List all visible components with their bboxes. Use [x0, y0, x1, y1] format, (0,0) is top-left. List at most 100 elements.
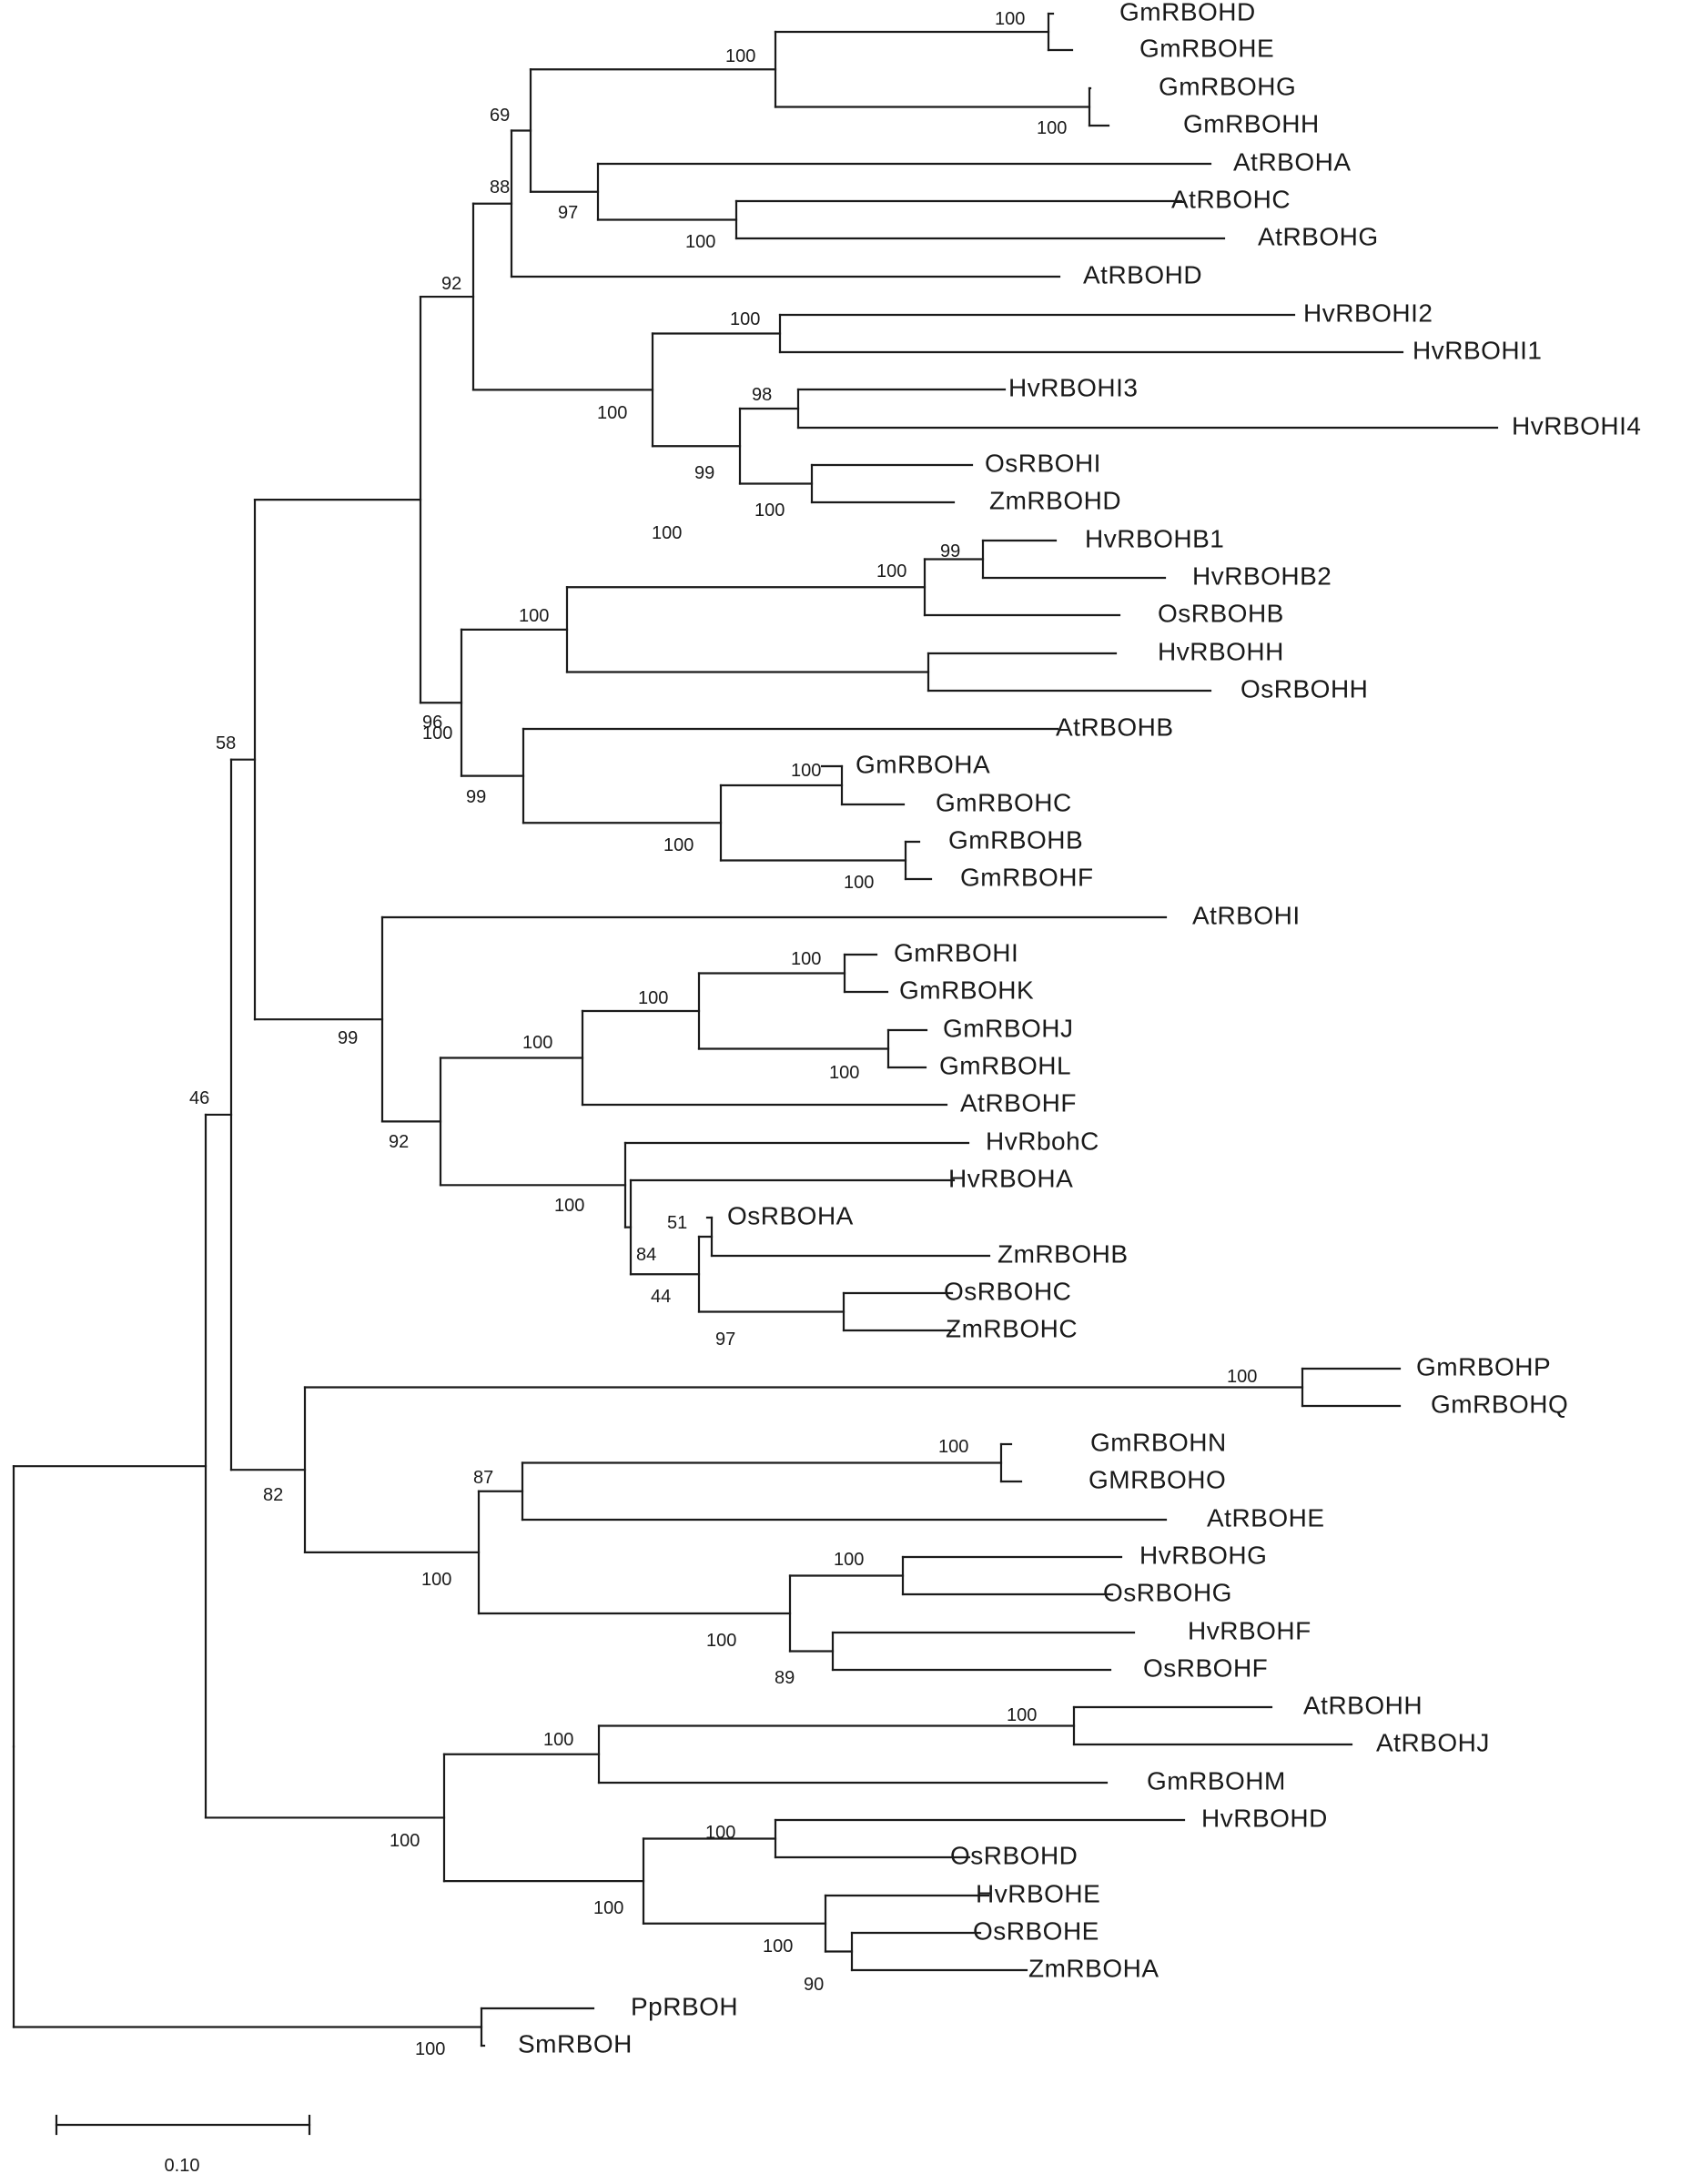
bootstrap-value: 100 — [754, 500, 785, 521]
bootstrap-value: 92 — [389, 1132, 409, 1152]
taxon-label: HvRBOHI4 — [1512, 411, 1641, 440]
taxon-label: HvRBOHH — [1158, 637, 1284, 665]
bootstrap-value: 89 — [775, 1668, 795, 1688]
taxon-label: GmRBOHE — [1139, 34, 1274, 62]
taxon-label: GmRBOHG — [1159, 72, 1296, 100]
scale-bar: 0.10 — [55, 2114, 311, 2176]
bootstrap-value: 100 — [730, 309, 760, 329]
taxon-label: HvRBOHG — [1139, 1541, 1267, 1569]
bootstrap-value: 100 — [1037, 118, 1067, 138]
bootstrap-value: 99 — [940, 541, 960, 561]
taxon-label: GmRBOHM — [1147, 1766, 1286, 1795]
taxon-label: AtRBOHB — [1056, 713, 1174, 741]
taxon-label: OsRBOHC — [944, 1277, 1071, 1305]
bootstrap-value: 100 — [554, 1196, 584, 1216]
bootstrap-value: 92 — [441, 274, 461, 294]
bootstrap-value: 82 — [263, 1485, 283, 1505]
bootstrap-value: 100 — [876, 561, 906, 581]
bootstrap-value: 87 — [473, 1468, 493, 1488]
taxon-label: GmRBOHD — [1119, 0, 1256, 25]
tree-branches — [12, 12, 1499, 2048]
taxon-label: AtRBOHC — [1171, 185, 1291, 213]
bootstrap-value: 100 — [1007, 1705, 1037, 1725]
scale-bar-label: 0.10 — [165, 2156, 200, 2176]
taxon-label: GmRBOHC — [936, 788, 1072, 816]
bootstrap-value: 100 — [995, 9, 1025, 29]
bootstrap-value: 100 — [685, 232, 715, 252]
bootstrap-value: 100 — [390, 1831, 420, 1851]
bootstrap-value: 100 — [593, 1898, 623, 1918]
taxon-label: OsRBOHE — [973, 1916, 1099, 1945]
taxon-label: GmRBOHK — [899, 976, 1034, 1004]
bootstrap-value: 44 — [651, 1287, 671, 1307]
bootstrap-value: 99 — [694, 463, 714, 483]
taxon-label: GmRBOHN — [1090, 1428, 1227, 1456]
bootstrap-value: 100 — [705, 1823, 735, 1843]
bootstrap-value: 100 — [415, 2039, 445, 2059]
taxon-label: OsRBOHH — [1240, 674, 1368, 703]
taxon-label: GmRBOHA — [856, 750, 990, 778]
taxon-label: AtRBOHH — [1303, 1691, 1423, 1719]
taxon-label: AtRBOHI — [1192, 901, 1301, 929]
bootstrap-value: 100 — [652, 523, 682, 543]
taxon-label: GmRBOHI — [894, 938, 1018, 966]
taxon-label: GMRBOHO — [1089, 1465, 1226, 1493]
bootstrap-value: 100 — [834, 1550, 864, 1570]
bootstrap-value: 100 — [421, 1570, 451, 1590]
bootstrap-value: 99 — [466, 787, 486, 807]
taxon-label: OsRBOHD — [950, 1841, 1078, 1869]
taxon-label: HvRBOHE — [976, 1879, 1100, 1907]
bootstrap-value: 100 — [829, 1063, 859, 1083]
bootstrap-value: 100 — [938, 1437, 968, 1457]
bootstrap-value: 100 — [725, 46, 755, 66]
taxon-label: ZmRBOHC — [946, 1314, 1078, 1342]
bootstrap-value: 100 — [706, 1631, 736, 1651]
taxon-label: HvRBOHI2 — [1303, 298, 1433, 327]
bootstrap-value: 46 — [189, 1088, 209, 1108]
bootstrap-value: 100 — [597, 403, 627, 423]
taxon-label: GmRBOHH — [1183, 109, 1320, 137]
bootstrap-value: 100 — [422, 723, 452, 743]
bootstrap-value: 100 — [844, 873, 874, 893]
taxon-label: OsRBOHA — [727, 1201, 854, 1229]
taxon-label: ZmRBOHB — [997, 1239, 1129, 1268]
taxon-label: AtRBOHJ — [1376, 1728, 1490, 1756]
bootstrap-value: 96 — [422, 713, 442, 733]
bootstrap-value: 97 — [558, 203, 578, 223]
taxon-label: OsRBOHF — [1143, 1653, 1268, 1682]
taxon-label: OsRBOHI — [985, 449, 1101, 477]
taxon-label: GmRBOHP — [1416, 1352, 1551, 1380]
taxon-label: OsRBOHB — [1158, 599, 1284, 627]
taxon-label: GmRBOHJ — [943, 1014, 1074, 1042]
bootstrap-value: 100 — [663, 835, 694, 855]
bootstrap-value: 100 — [763, 1936, 793, 1956]
bootstrap-value: 51 — [667, 1213, 687, 1233]
bootstrap-value: 100 — [791, 761, 821, 781]
taxon-labels: GmRBOHD GmRBOHE GmRBOHG GmRBOHH AtRBOHA AtRBO… — [518, 0, 1641, 2058]
taxon-label: ZmRBOHD — [989, 486, 1121, 514]
taxon-label: HvRBOHA — [948, 1164, 1073, 1192]
taxon-label: HvRBOHD — [1201, 1804, 1328, 1832]
taxon-label: AtRBOHF — [960, 1088, 1077, 1117]
taxon-label: OsRBOHG — [1103, 1578, 1232, 1606]
taxon-label: GmRBOHL — [939, 1051, 1071, 1079]
bootstrap-value: 88 — [490, 177, 510, 197]
taxon-label: HvRBOHI1 — [1413, 336, 1542, 364]
taxon-label: GmRBOHF — [960, 863, 1094, 891]
taxon-label: AtRBOHA — [1233, 147, 1352, 176]
taxon-label: HvRBOHB2 — [1192, 561, 1332, 590]
taxon-label: AtRBOHG — [1258, 222, 1379, 250]
bootstrap-value: 100 — [1227, 1367, 1257, 1387]
bootstrap-value: 84 — [636, 1245, 656, 1265]
bootstrap-value: 100 — [791, 949, 821, 969]
taxon-label: GmRBOHB — [948, 825, 1083, 854]
bootstrap-value: 99 — [338, 1028, 358, 1048]
bootstrap-value: 100 — [638, 988, 668, 1008]
taxon-label: HvRBOHB1 — [1085, 524, 1224, 552]
taxon-label: AtRBOHE — [1207, 1503, 1325, 1532]
bootstrap-value: 90 — [804, 1975, 824, 1995]
bootstrap-value: 100 — [543, 1730, 573, 1750]
bootstrap-value: 97 — [715, 1330, 735, 1350]
bootstrap-labels: 1001001006997100889210010098991001009910… — [189, 9, 1257, 2059]
